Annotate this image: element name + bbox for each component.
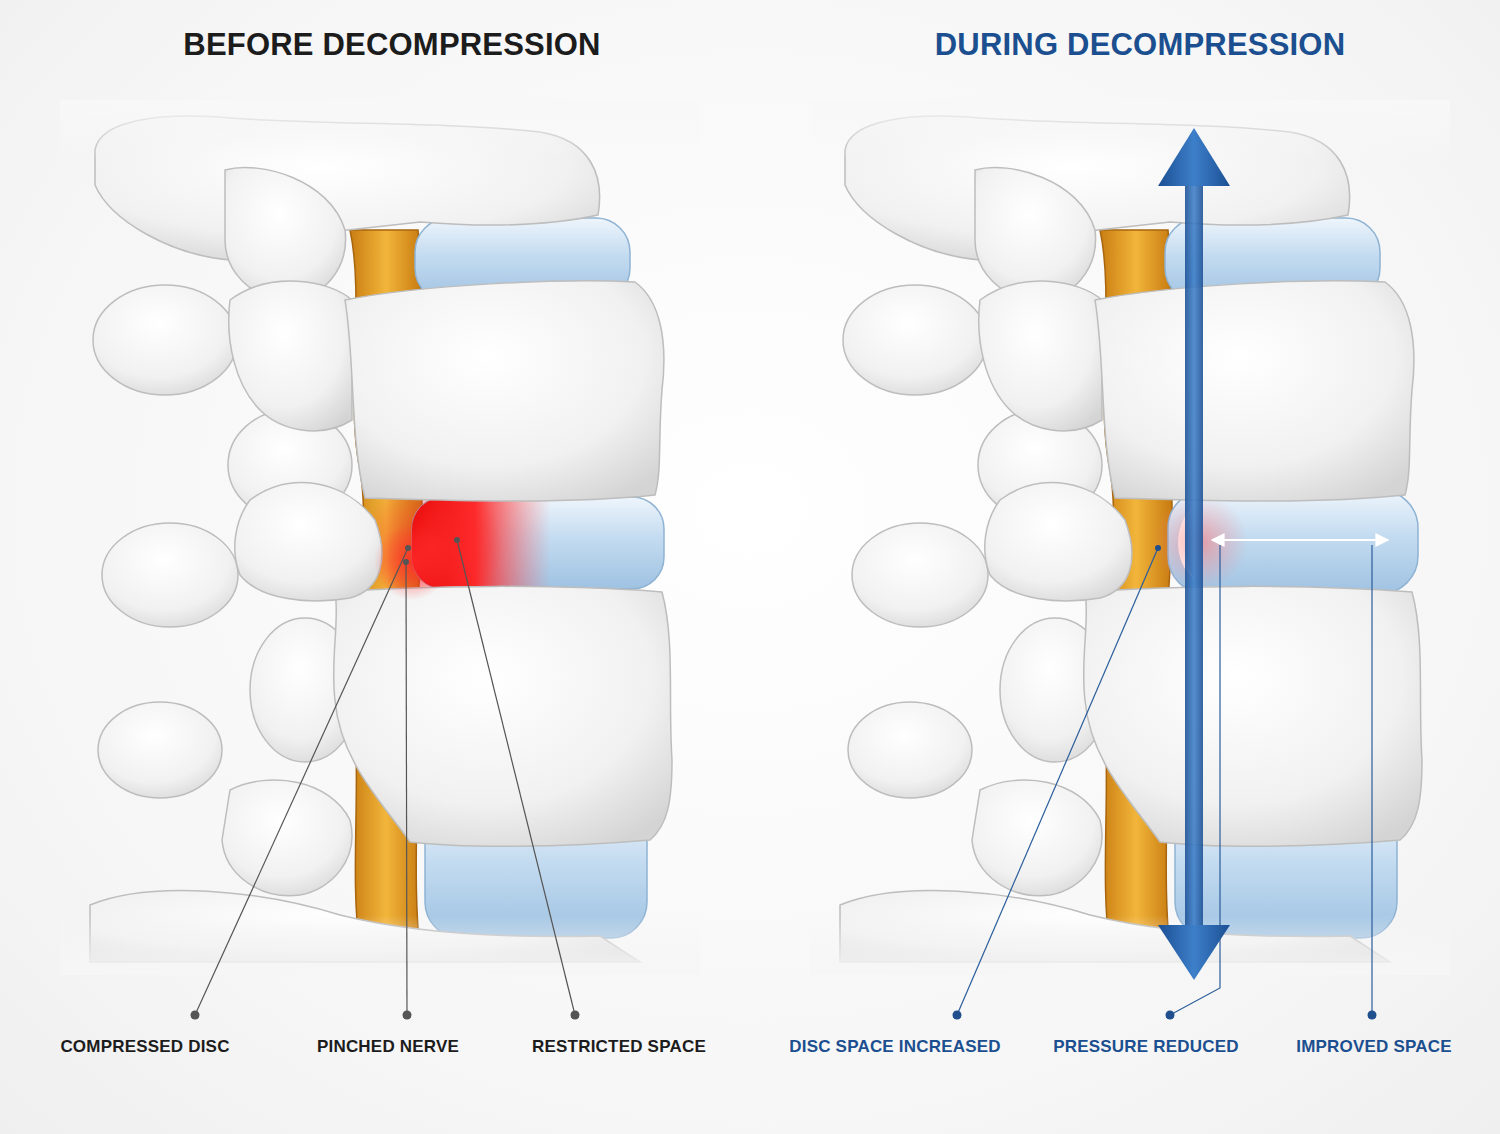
leader-dot (1155, 545, 1161, 551)
leader-dot (403, 559, 409, 565)
bottom-fade (810, 915, 1450, 975)
space-arrow (1212, 539, 1388, 541)
leader-dot (953, 1011, 962, 1020)
leader-line (957, 548, 1158, 1015)
leader-dot (1368, 1011, 1377, 1020)
leader-dot (454, 537, 460, 543)
callout-label: RESTRICTED SPACE (532, 1038, 706, 1057)
bottom-fade (60, 915, 700, 975)
spine-before (60, 100, 700, 1020)
leader-lines (195, 540, 575, 1015)
leader-line (195, 548, 408, 1015)
spine-during (810, 100, 1450, 975)
leader-dots (953, 545, 1377, 1020)
arrow-shaft (1185, 180, 1203, 930)
leader-dot (571, 1011, 580, 1020)
leader-dot (1166, 1011, 1175, 1020)
callout-label: DISC SPACE INCREASED (789, 1038, 1001, 1057)
callout-label: IMPROVED SPACE (1296, 1038, 1452, 1057)
panel-heading: BEFORE DECOMPRESSION (183, 28, 600, 62)
arrow-head (1158, 925, 1230, 980)
vertebrae (90, 116, 672, 962)
leader-dot (403, 1011, 412, 1020)
callout-label: PINCHED NERVE (317, 1038, 459, 1057)
top-fade (60, 100, 700, 160)
leader-line (406, 562, 407, 1015)
traction-arrow (1158, 128, 1230, 980)
leader-line (1371, 545, 1372, 1015)
leader-dot (191, 1011, 200, 1020)
leader-lines (957, 545, 1372, 1015)
leader-line (457, 540, 575, 1015)
leader-line (1170, 545, 1220, 1015)
leader-dot (405, 545, 411, 551)
callout-label: COMPRESSED DISC (60, 1038, 229, 1057)
callout-label: PRESSURE REDUCED (1053, 1038, 1239, 1057)
vertebrae (840, 116, 1422, 962)
arrow-head (1158, 128, 1230, 186)
panel-heading: DURING DECOMPRESSION (935, 28, 1345, 62)
leader-dots (191, 537, 580, 1020)
top-fade (810, 100, 1450, 160)
inflammation-glow (374, 524, 450, 600)
